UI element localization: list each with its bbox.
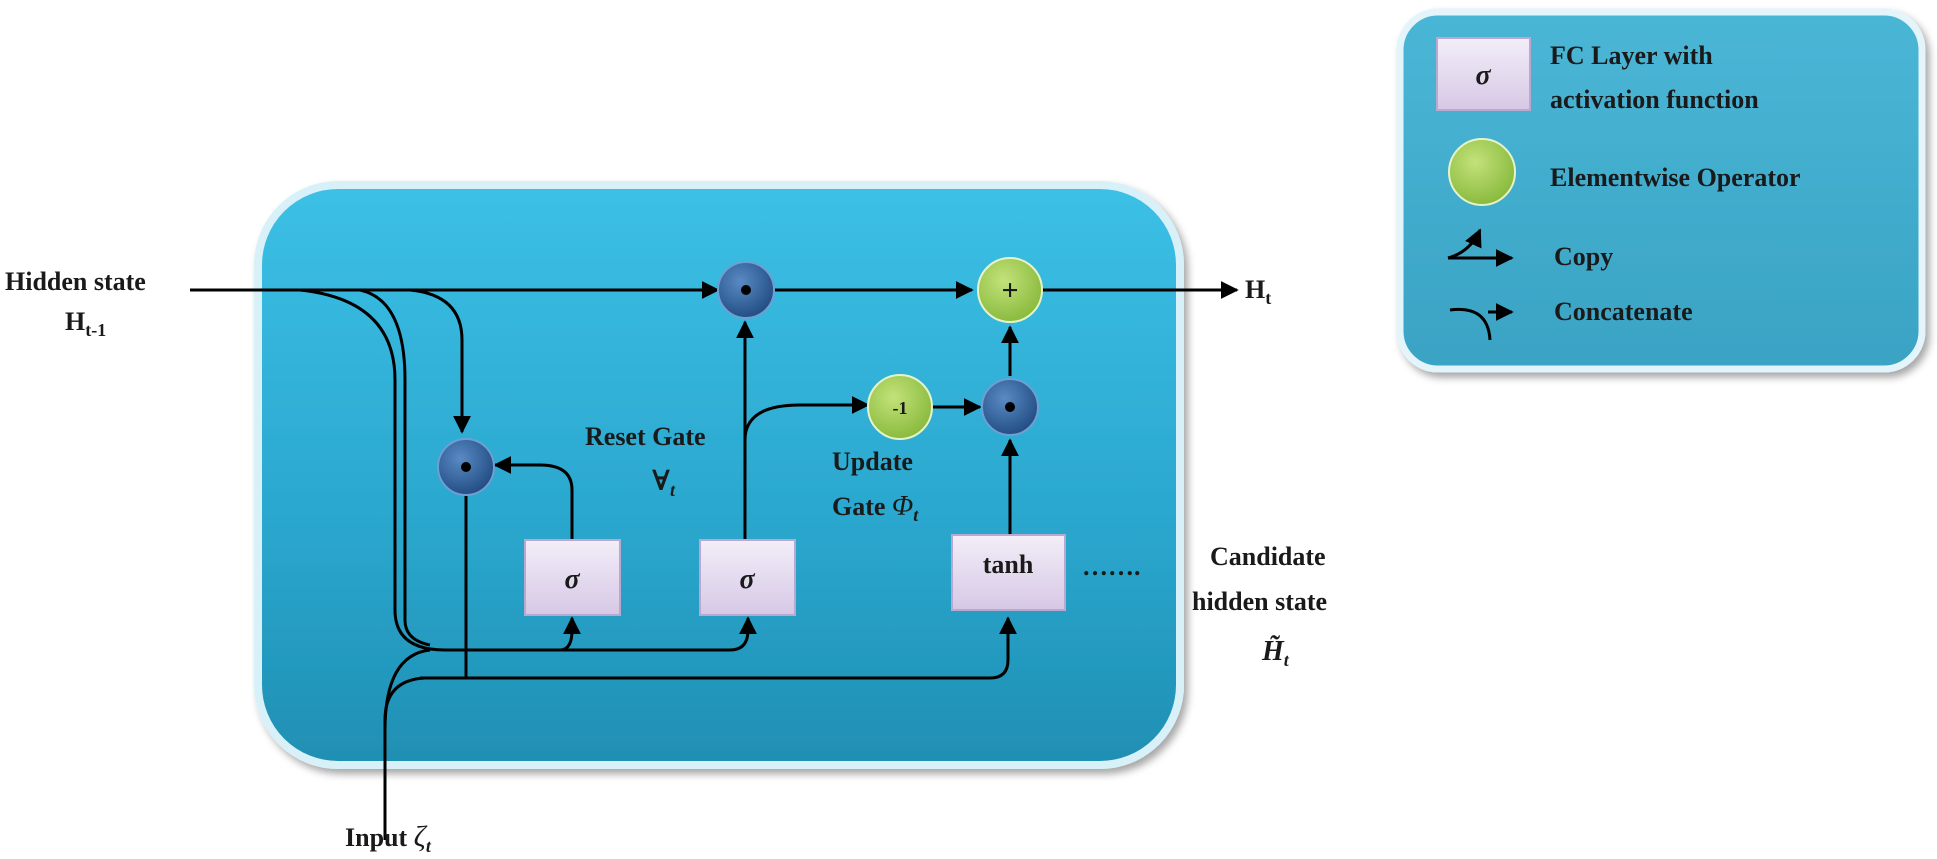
- update-sigma-box: σ: [699, 539, 796, 616]
- legend-concatenate-label: Concatenate: [1554, 297, 1693, 326]
- tanh-box: tanh: [951, 534, 1066, 611]
- legend-fc-line1: FC Layer with: [1550, 41, 1713, 70]
- hidden-state-label: Hidden state: [5, 267, 146, 296]
- wires: [190, 281, 1239, 840]
- multiply-node-right: [981, 378, 1039, 436]
- legend-sigma-box: [1436, 37, 1531, 111]
- candidate-label-line2: hidden state: [1192, 587, 1327, 616]
- update-gate-symbol: Gate Φt: [832, 491, 919, 525]
- candidate-label-line1: Candidate: [1210, 542, 1326, 571]
- copy-icon: [1447, 228, 1514, 267]
- reset-gate-symbol: ∀t: [652, 466, 676, 500]
- output-label: Ht: [1245, 275, 1271, 308]
- legend-fc-line2: activation function: [1550, 85, 1759, 114]
- plus-node: +: [977, 257, 1043, 323]
- concatenate-icon: [1449, 303, 1514, 341]
- reset-gate-label: Reset Gate: [585, 422, 706, 451]
- multiply-node-top: [717, 261, 775, 319]
- plus-symbol: +: [1001, 274, 1018, 307]
- legend: σ FC Layer with activation function Elem…: [1396, 8, 1926, 373]
- legend-copy-label: Copy: [1554, 242, 1613, 271]
- reset-sigma-symbol: σ: [564, 564, 580, 595]
- input-label: Input ζt: [345, 820, 432, 856]
- update-sigma-symbol: σ: [739, 564, 755, 595]
- legend-elementwise-label: Elementwise Operator: [1550, 163, 1801, 192]
- minus-one-label: -1: [893, 398, 908, 418]
- multiply-node-left: [437, 438, 495, 496]
- gru-cell: [254, 181, 1184, 769]
- reset-sigma-box: σ: [524, 539, 621, 616]
- tanh-label: tanh: [983, 550, 1034, 579]
- legend-sigma-symbol: σ: [1475, 60, 1491, 91]
- ellipsis: …….: [1082, 552, 1141, 581]
- update-gate-label: Update: [832, 447, 913, 476]
- minus-one-node: -1: [867, 374, 933, 440]
- legend-elementwise-icon: [1448, 138, 1516, 206]
- candidate-symbol: H̃t: [1261, 636, 1290, 670]
- hidden-state-prev-symbol: Ht-1: [65, 307, 106, 340]
